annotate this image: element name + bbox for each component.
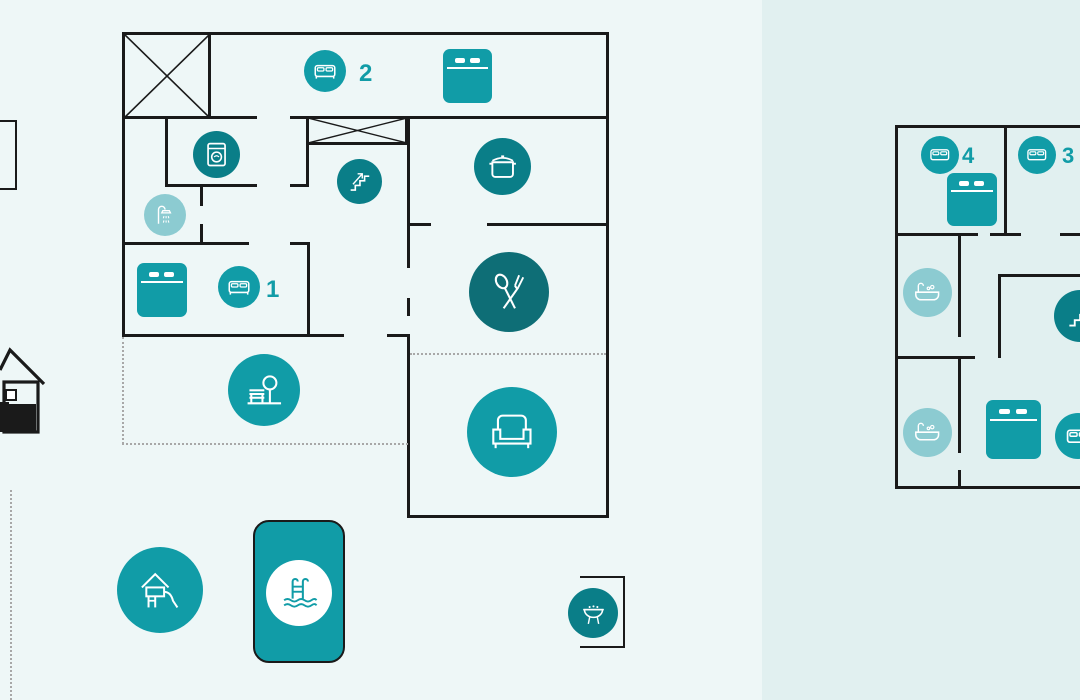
barbecue-icon — [568, 588, 618, 638]
terrace-boundary — [410, 353, 606, 355]
partial-building — [0, 120, 17, 190]
washing-machine-icon — [193, 131, 240, 178]
pool-ladder-icon — [266, 560, 332, 626]
bbq-area — [580, 576, 625, 648]
armchair-icon — [467, 387, 557, 477]
garden-boundary — [122, 443, 408, 445]
bathtub-icon — [903, 268, 952, 317]
bedroom-3-number: 3 — [1062, 143, 1075, 168]
ground-floor-panel — [0, 0, 762, 700]
dining-cutlery-icon — [469, 252, 549, 332]
closet-cross — [124, 34, 210, 118]
bed-icon — [218, 266, 260, 308]
cooking-pot-icon — [474, 138, 531, 195]
bed-icon — [1018, 136, 1056, 174]
stairwell-cross — [308, 118, 407, 143]
double-bed-icon — [443, 49, 492, 103]
bed-icon — [304, 50, 346, 92]
playhouse-icon — [117, 547, 203, 633]
garden-icon — [228, 354, 300, 426]
double-bed-icon — [137, 263, 187, 317]
plot-boundary — [10, 490, 12, 700]
bedroom-1-number: 1 — [266, 276, 280, 303]
double-bed-icon — [947, 173, 997, 226]
garden-boundary-side — [122, 337, 124, 444]
double-bed-icon — [986, 400, 1041, 459]
upper-floor-panel — [762, 0, 1080, 700]
bedroom-2-number: 2 — [359, 60, 373, 87]
bed-icon — [921, 136, 959, 174]
stairs-icon — [337, 159, 382, 204]
shower-icon — [144, 194, 186, 236]
bedroom-4-number: 4 — [962, 143, 975, 168]
house-icon — [0, 347, 46, 434]
bathtub-icon — [903, 408, 952, 457]
